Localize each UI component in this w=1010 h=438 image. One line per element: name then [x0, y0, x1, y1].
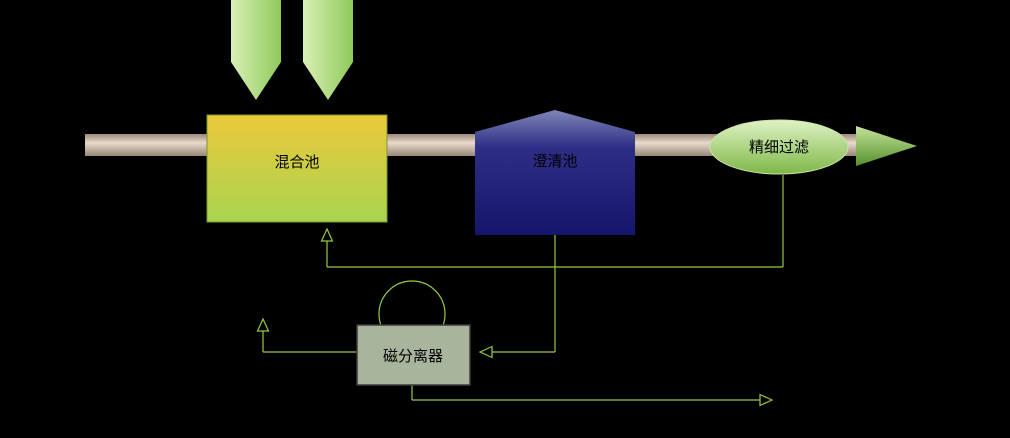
magnetic-separator-label: 磁分离器 [383, 348, 443, 365]
inflow-arrow-1 [231, 0, 281, 100]
arrow-up-into-mixing-icon [320, 227, 334, 242]
arrow-left-into-separator-icon [478, 345, 493, 359]
mixing-pool-node [206, 114, 388, 223]
arrow-up-left-icon [256, 317, 270, 332]
outflow-arrowhead [856, 126, 917, 166]
mixing-pool-label: 混合池 [274, 154, 319, 171]
inflow-arrow-2 [303, 0, 353, 100]
arrow-right-bottom-icon [759, 393, 774, 407]
magnetic-separator-node [356, 324, 471, 386]
clarifier-label: 澄清池 [532, 153, 577, 170]
fine-filter-label: 精细过滤 [749, 139, 809, 156]
clarifier-node [475, 110, 635, 235]
fine-filter-node [709, 119, 849, 175]
